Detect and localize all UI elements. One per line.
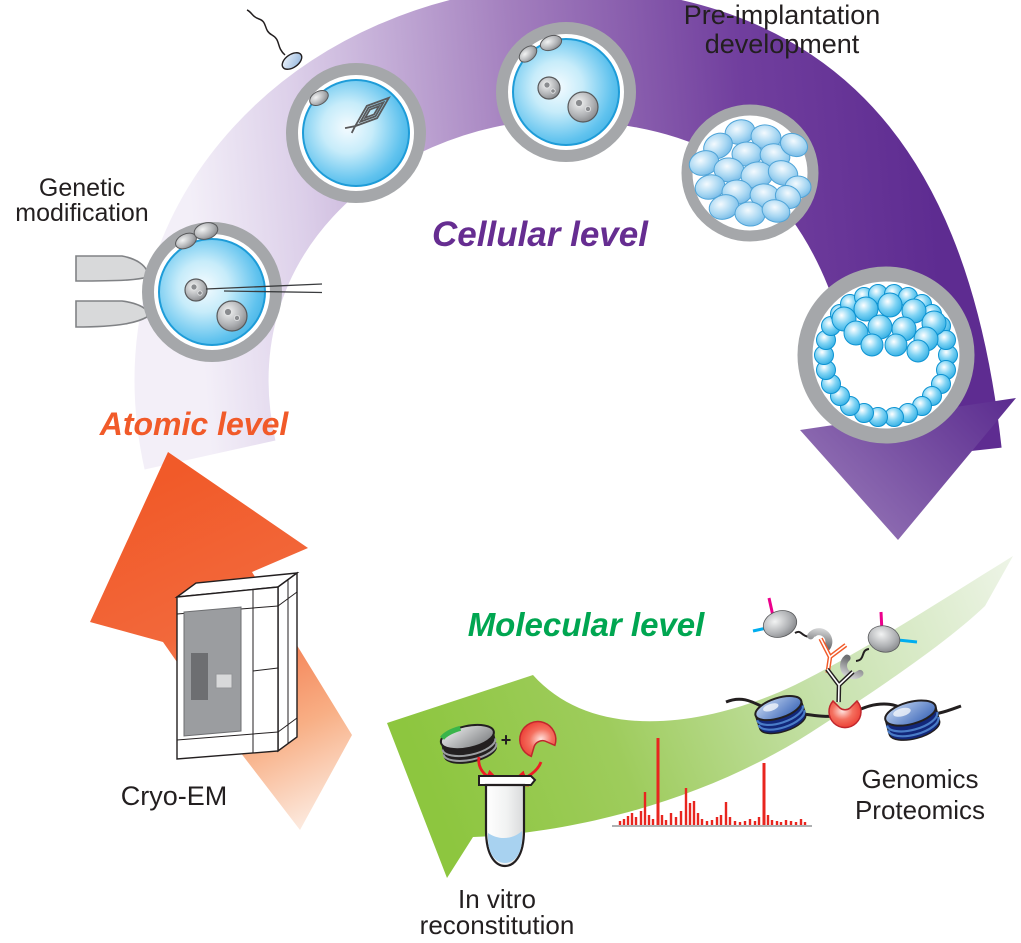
zygote-pronuclei <box>496 22 636 162</box>
microscope-button <box>215 673 233 689</box>
reader-domain-icon <box>840 654 864 680</box>
pronucleus <box>567 91 599 123</box>
microscope-door-panel <box>183 606 242 737</box>
nucleosome-icon <box>754 695 807 735</box>
acetyl-mark-icon <box>897 638 918 644</box>
label-molecular-level: Molecular level <box>468 606 705 643</box>
histone-mark-readers <box>752 597 918 703</box>
label-in-vitro-line1: In vitro <box>458 884 536 914</box>
label-atomic-level: Atomic level <box>99 406 290 442</box>
microscope-window <box>191 653 208 700</box>
morula <box>681 104 819 242</box>
polar-body <box>539 34 563 52</box>
label-genomics: Genomics <box>861 764 978 794</box>
nucleosome-icon <box>439 723 498 764</box>
label-pre-implantation-line2: development <box>705 29 860 59</box>
sperm-spindle-icon <box>344 96 391 134</box>
plus-sign: + <box>501 730 512 750</box>
injection-needle-icon <box>205 283 323 294</box>
holding-pipette-icon <box>75 255 148 328</box>
antibody-black-icon <box>825 667 855 703</box>
inner-cell-mass <box>831 292 947 363</box>
reader-domain-icon <box>807 628 833 651</box>
pronucleus <box>184 278 208 302</box>
polar-body <box>518 45 538 63</box>
pronucleus <box>216 300 248 332</box>
label-cellular-level: Cellular level <box>432 215 649 254</box>
green-label-band <box>440 725 462 740</box>
morula-cells <box>688 119 812 227</box>
injection-oocyte <box>75 222 323 362</box>
label-proteomics: Proteomics <box>855 795 985 825</box>
blastocyst <box>797 266 975 444</box>
protein-blob-icon <box>519 720 557 758</box>
nucleosome-icon <box>884 699 941 741</box>
histone-protein-icon <box>762 610 798 638</box>
cryo-em-icon <box>174 571 300 760</box>
pronucleus <box>537 76 561 100</box>
spectrum-peaks <box>618 738 807 825</box>
tube-icon <box>478 775 537 868</box>
linker-squiggle <box>855 648 870 662</box>
sperm-icon <box>246 9 303 70</box>
protein-blob-icon <box>828 699 862 729</box>
label-genetic-modification-line2: modification <box>15 199 148 227</box>
in-vitro-reconstitution-group: + <box>439 720 557 868</box>
green-return-arrow-icon <box>387 556 1013 878</box>
label-cryo-em: Cryo-EM <box>121 781 228 811</box>
label-genetic-modification-line1: Genetic <box>39 174 125 202</box>
mass-spectrum-chart <box>612 738 812 827</box>
oocyte-cytoplasm <box>302 79 410 187</box>
fertilized-oocyte <box>286 63 426 203</box>
polar-body <box>309 89 329 107</box>
label-pre-implantation-line1: Pre-implantation <box>684 0 881 30</box>
histone-protein-icon <box>867 625 901 653</box>
label-in-vitro-line2: reconstitution <box>420 910 575 940</box>
polar-body <box>193 222 219 240</box>
dna-nucleosome-array <box>725 695 962 741</box>
tube-liquid <box>488 831 522 863</box>
